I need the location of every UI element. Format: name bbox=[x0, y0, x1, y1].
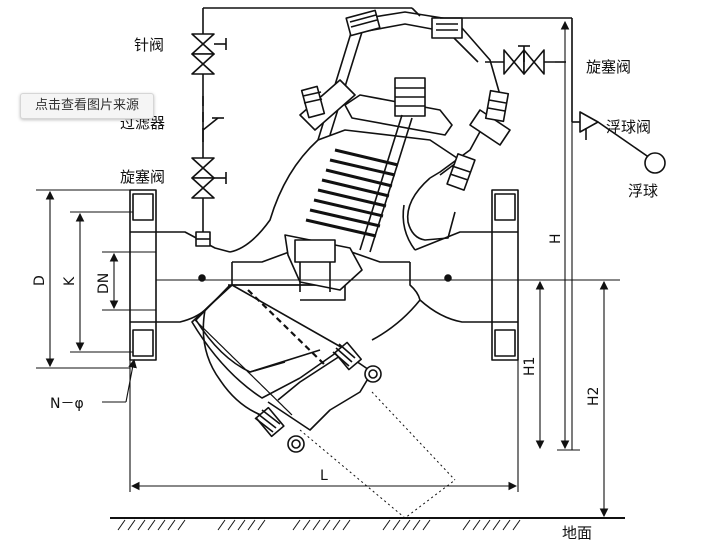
plug-valve-left-symbol bbox=[191, 157, 227, 199]
dim-label-N-phi: N－φ bbox=[50, 396, 84, 412]
float-ball-symbol bbox=[644, 152, 666, 174]
dim-label-D: D bbox=[32, 275, 48, 286]
strainer-removal-outline bbox=[299, 391, 456, 519]
dim-label-L: L bbox=[320, 468, 328, 484]
dimension-lines bbox=[36, 20, 620, 518]
label-ground: 地面 bbox=[562, 524, 592, 542]
plug-valve-right-symbol bbox=[503, 45, 545, 75]
ground-line bbox=[110, 517, 625, 531]
dim-label-DN: DN bbox=[96, 273, 112, 294]
label-plug-valve-left: 旋塞阀 bbox=[120, 168, 165, 186]
view-image-source-button[interactable]: 点击查看图片来源 bbox=[20, 93, 154, 119]
dim-label-H1: H1 bbox=[522, 357, 538, 376]
label-float-ball: 浮球 bbox=[628, 182, 658, 200]
float-valve-symbol bbox=[572, 111, 651, 159]
valve-stem-spring bbox=[284, 114, 413, 292]
strainer-body bbox=[191, 284, 382, 453]
label-float-valve: 浮球阀 bbox=[606, 118, 651, 136]
valve-bonnet bbox=[299, 9, 511, 241]
valve-body bbox=[129, 139, 519, 419]
dim-label-K: K bbox=[62, 276, 78, 286]
needle-valve-symbol bbox=[191, 33, 227, 75]
dim-label-H: H bbox=[548, 233, 564, 244]
filter-symbol bbox=[202, 96, 224, 142]
dim-label-H2: H2 bbox=[586, 387, 602, 406]
label-needle-valve: 针阀 bbox=[134, 36, 164, 54]
label-plug-valve-right: 旋塞阀 bbox=[586, 58, 631, 76]
